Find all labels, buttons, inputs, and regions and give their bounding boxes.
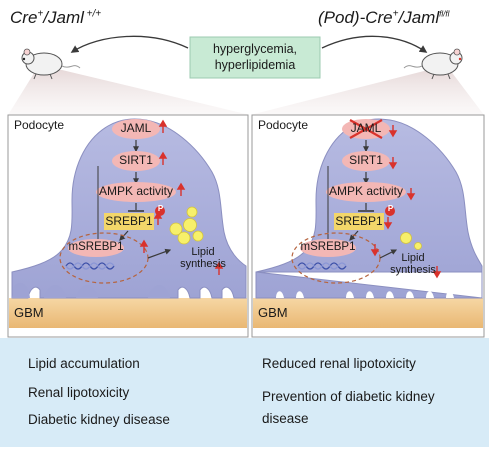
left-ampk-label: AMPK activity — [98, 184, 173, 198]
lipid-line-2: synthesis — [180, 258, 226, 270]
knockout-cross-icon — [349, 119, 383, 139]
right-beam — [250, 70, 484, 115]
arrow-connector — [379, 249, 398, 259]
left-msrebp1-label: mSREBP1 — [68, 241, 124, 253]
down-arrow-icon — [370, 125, 442, 279]
left-beam — [8, 70, 250, 115]
right-cell-label: Podocyte — [258, 118, 309, 132]
left-outcome-3: Diabetic kidney disease — [28, 412, 170, 427]
right-curved-arrow — [321, 35, 428, 53]
left-foot-process — [148, 285, 170, 298]
condition-text: hyperglycemia, hyperlipidemia — [190, 41, 320, 73]
condition-line-2: hyperlipidemia — [214, 58, 296, 72]
condition-line-1: hyperglycemia, — [212, 42, 298, 56]
left-jaml-label: JAML — [120, 121, 152, 135]
mouse-icon — [21, 48, 81, 80]
right-jaml-label: JAML — [350, 121, 382, 135]
right-phospho-label: P — [387, 204, 394, 213]
left-genotype-label: Cre+/Jaml +/+ — [10, 8, 102, 27]
right-srebp1-label: SREBP1 — [335, 214, 383, 228]
right-lipid-label: Lipid synthesis — [390, 252, 436, 276]
left-outcome-1: Lipid accumulation — [28, 356, 140, 371]
right-genotype-label: (Pod)-Cre+/Jamlfl/fl — [318, 8, 450, 27]
right-msrebp1-label: mSREBP1 — [300, 241, 356, 253]
right-outcome-3: disease — [262, 411, 309, 426]
right-outcome-2: Prevention of diabetic kidney — [262, 389, 435, 404]
lipid-line-1: Lipid — [401, 252, 425, 264]
phospho-icon — [385, 206, 395, 216]
left-gbm — [9, 298, 247, 328]
right-pathway — [291, 119, 422, 284]
lipid-droplet-icon — [169, 206, 204, 245]
mouse-icon — [403, 48, 463, 80]
left-foot-process — [12, 282, 30, 298]
lipid-line-2: synthesis — [390, 264, 436, 276]
right-gbm — [253, 298, 483, 328]
right-foot-processes — [276, 291, 454, 298]
right-sirt1-label: SIRT1 — [349, 153, 383, 167]
srebp1-node — [104, 213, 154, 230]
left-cell-label: Podocyte — [14, 118, 65, 132]
ampk-node — [326, 182, 406, 202]
right-ampk-label: AMPK activity — [328, 184, 403, 198]
left-pathway — [59, 119, 204, 284]
dna-icon — [65, 262, 115, 270]
sirt1-node — [342, 151, 390, 171]
condition-box — [189, 36, 321, 79]
lipid-line-1: Lipid — [191, 246, 215, 258]
right-outcome-1: Reduced renal lipotoxicity — [262, 356, 416, 371]
left-outcome-2: Renal lipotoxicity — [28, 385, 130, 400]
left-curved-arrow — [70, 35, 189, 53]
jaml-node — [112, 119, 160, 139]
left-lipid-label: Lipid synthesis — [180, 246, 226, 270]
lipid-droplet-icon — [400, 232, 422, 250]
left-podocyte-cell — [11, 118, 247, 299]
left-foot-process — [44, 285, 66, 298]
msrebp1-node — [68, 239, 124, 257]
left-srebp1-label: SREBP1 — [105, 214, 153, 228]
outcome-panel — [0, 338, 489, 447]
left-foot-process — [76, 285, 98, 298]
sirt1-node — [112, 151, 160, 171]
left-phospho-label: P — [157, 204, 164, 213]
srebp1-node — [334, 213, 384, 230]
up-arrow-icon — [139, 119, 224, 275]
left-gbm-label: GBM — [14, 305, 44, 320]
right-gbm-label: GBM — [258, 305, 288, 320]
left-sirt1-label: SIRT1 — [119, 153, 153, 167]
msrebp1-node — [300, 239, 356, 257]
arrow-connector — [147, 248, 172, 259]
dna-icon — [297, 262, 347, 270]
ampk-node — [96, 182, 176, 202]
